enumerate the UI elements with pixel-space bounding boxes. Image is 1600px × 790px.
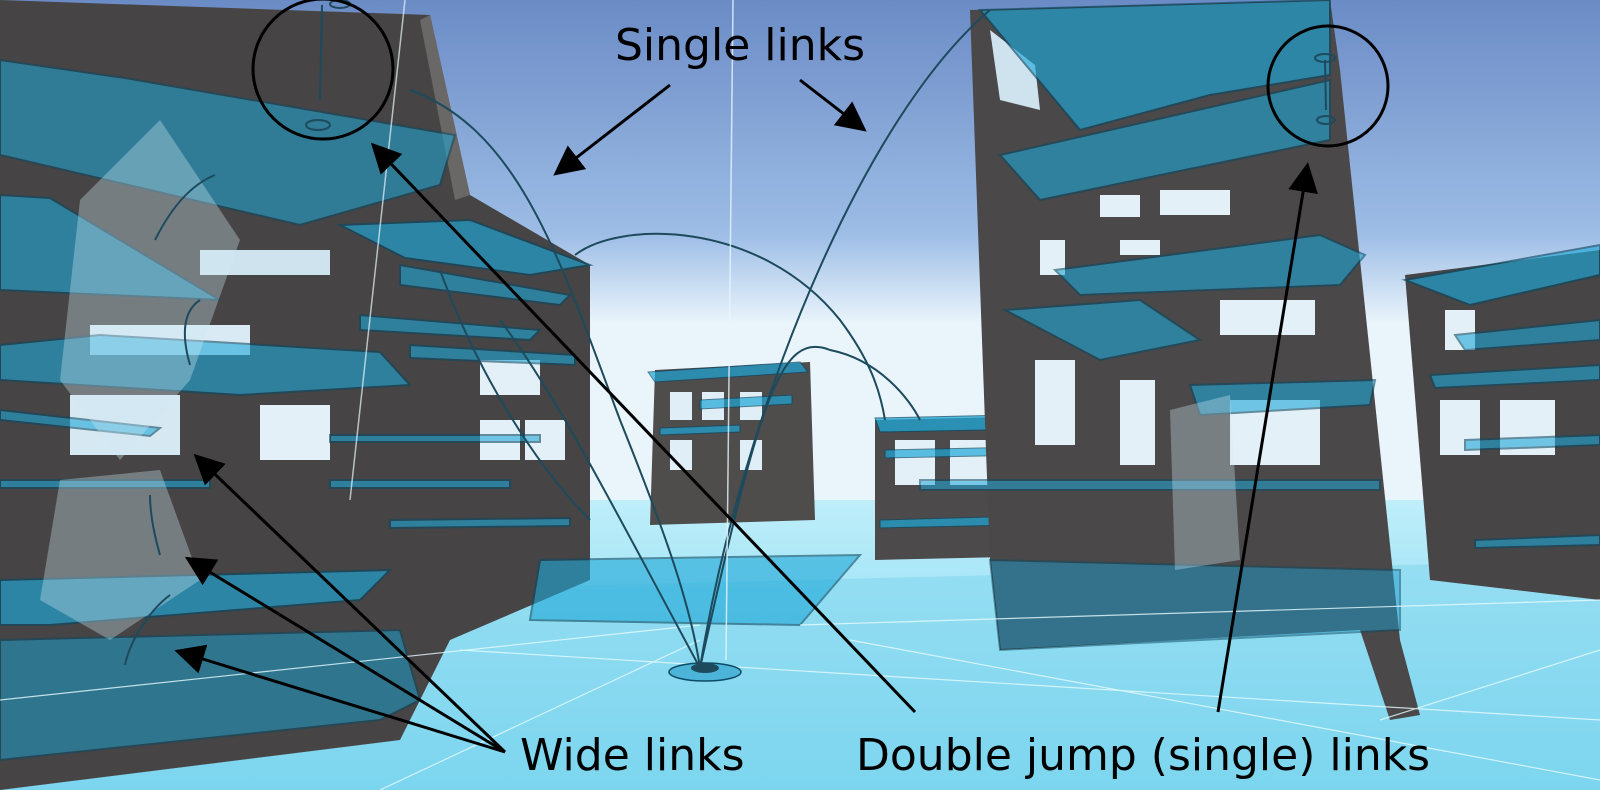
label-double-jump-links: Double jump (single) links — [856, 730, 1430, 781]
building-center — [647, 361, 815, 525]
arrow-wide-1 — [193, 453, 507, 754]
label-single-links: Single links — [615, 20, 865, 71]
navmesh-grid — [0, 599, 1600, 790]
offmesh-links — [124, 9, 991, 669]
arrow-wide-2 — [184, 556, 506, 754]
building-far-right — [1401, 243, 1600, 600]
annotation-arrows — [174, 78, 1318, 754]
label-wide-links: Wide links — [520, 730, 745, 781]
arrow-wide-3 — [174, 644, 506, 754]
double-jump-link-right — [1314, 53, 1336, 125]
building-left — [0, 0, 594, 790]
vertical-line-center — [725, 0, 734, 661]
highlight-circle-left — [251, 0, 395, 141]
player-marker[interactable] — [668, 662, 742, 682]
vertical-line-left — [349, 0, 406, 501]
arrow-double-jump-right — [1216, 162, 1318, 713]
arrow-single-left — [553, 83, 671, 176]
arrow-single-right — [799, 78, 867, 132]
arrow-double-jump-left — [370, 142, 917, 714]
highlight-circle-right — [1266, 24, 1390, 148]
